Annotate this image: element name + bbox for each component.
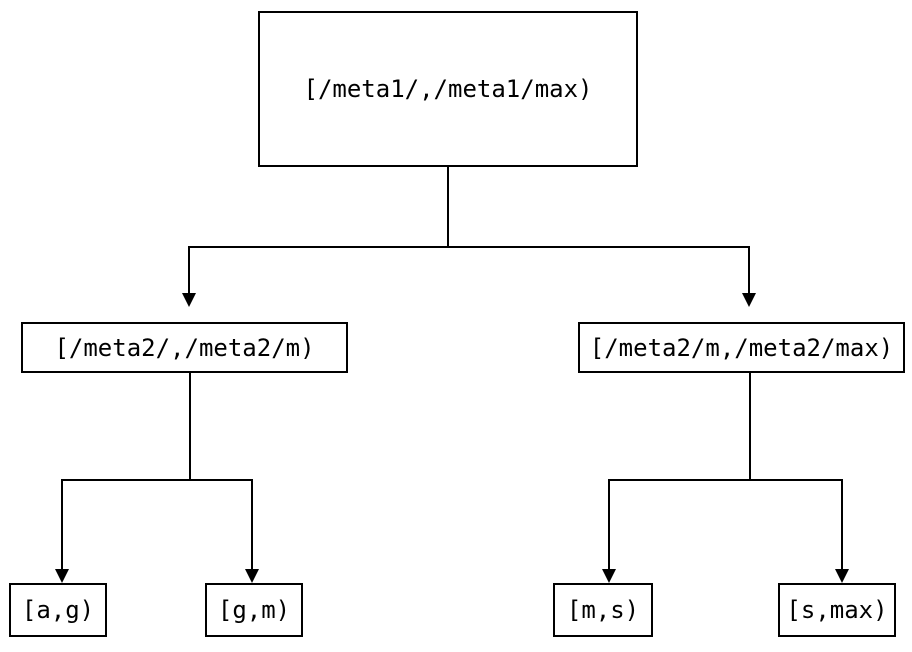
edge-mid-right-to-leaf-3: [608, 479, 610, 569]
edge-mid-left-to-leaf-2: [251, 479, 253, 569]
edge-mid-right-stem: [749, 373, 751, 481]
node-leaf-1[interactable]: [a,g): [9, 583, 107, 637]
node-mid-right-label: [/meta2/m,/meta2/max): [589, 333, 894, 362]
node-leaf-4-label: [s,max): [786, 596, 888, 624]
arrowhead-leaf-2: [245, 569, 259, 583]
edge-root-stem: [447, 167, 449, 248]
node-mid-left[interactable]: [/meta2/,/meta2/m): [21, 322, 348, 373]
arrowhead-leaf-3: [602, 569, 616, 583]
edge-mid-left-stem: [189, 373, 191, 481]
node-leaf-2-label: [g,m): [217, 596, 291, 624]
edge-mid-left-to-leaf-1: [61, 479, 63, 569]
node-leaf-2[interactable]: [g,m): [205, 583, 303, 637]
node-mid-right[interactable]: [/meta2/m,/meta2/max): [578, 322, 905, 373]
node-leaf-4[interactable]: [s,max): [778, 583, 896, 637]
arrowhead-leaf-4: [835, 569, 849, 583]
node-leaf-3-label: [m,s): [566, 596, 640, 624]
edge-root-to-mid-right: [748, 246, 750, 293]
arrowhead-mid-left: [182, 293, 196, 307]
node-root-label: [/meta1/,/meta1/max): [303, 75, 593, 103]
node-root[interactable]: [/meta1/,/meta1/max): [258, 11, 638, 167]
edge-root-to-mid-left: [188, 246, 190, 293]
edge-mid-left-bus: [61, 479, 253, 481]
node-mid-left-label: [/meta2/,/meta2/m): [54, 333, 315, 362]
edge-mid-right-bus: [608, 479, 843, 481]
edge-mid-right-to-leaf-4: [841, 479, 843, 569]
node-leaf-1-label: [a,g): [21, 596, 95, 624]
arrowhead-leaf-1: [55, 569, 69, 583]
node-leaf-3[interactable]: [m,s): [553, 583, 653, 637]
edge-root-bus: [188, 246, 750, 248]
arrowhead-mid-right: [742, 293, 756, 307]
